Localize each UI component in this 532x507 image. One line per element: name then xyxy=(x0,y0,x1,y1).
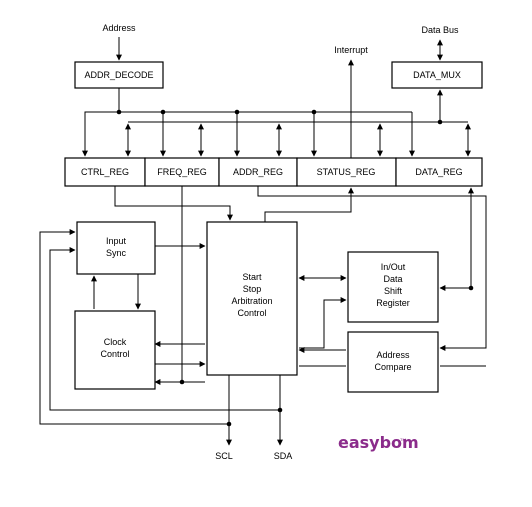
register-row: CTRL_REG FREQ_REG ADDR_REG STATUS_REG DA… xyxy=(64,157,483,187)
clock-control-block: Clock Control xyxy=(74,310,156,390)
shift-register-block: In/Out Data Shift Register xyxy=(347,251,439,323)
shift-register-line-2: Data xyxy=(383,274,402,284)
arbitration-line-3: Arbitration xyxy=(231,296,272,306)
addr-decode-block: ADDR_DECODE xyxy=(74,61,164,89)
arbitration-control-block: Start Stop Arbitration Control xyxy=(206,221,298,376)
status-reg-label: STATUS_REG xyxy=(317,167,376,177)
easybom-trademark: TM xyxy=(400,437,406,442)
addr-reg-label: ADDR_REG xyxy=(233,167,283,177)
interrupt-signal-label: Interrupt xyxy=(334,45,368,55)
input-sync-line-2: Sync xyxy=(106,248,127,258)
easybom-logo: easybom TM xyxy=(338,433,419,452)
arbitration-line-1: Start xyxy=(242,272,262,282)
sda-signal-label: SDA xyxy=(274,451,293,461)
data-mux-block: DATA_MUX xyxy=(391,61,483,89)
address-compare-line-1: Address xyxy=(376,350,410,360)
scl-signal-label: SCL xyxy=(215,451,233,461)
clock-control-line-1: Clock xyxy=(104,337,127,347)
address-compare-line-2: Compare xyxy=(374,362,411,372)
ctrl-reg-box xyxy=(64,157,146,187)
arbitration-line-2: Stop xyxy=(243,284,262,294)
wiring xyxy=(39,37,487,446)
shift-register-line-4: Register xyxy=(376,298,410,308)
address-compare-block: Address Compare xyxy=(347,331,439,393)
data-reg-box xyxy=(395,157,483,187)
shift-register-line-1: In/Out xyxy=(381,262,406,272)
arbitration-line-4: Control xyxy=(237,308,266,318)
shift-register-line-3: Shift xyxy=(384,286,403,296)
clock-control-line-2: Control xyxy=(100,349,129,359)
freq-reg-label: FREQ_REG xyxy=(157,167,207,177)
address-signal-label: Address xyxy=(102,23,136,33)
status-reg-box xyxy=(296,157,397,187)
data-mux-label: DATA_MUX xyxy=(413,70,461,80)
input-sync-line-1: Input xyxy=(106,236,127,246)
input-sync-block: Input Sync xyxy=(76,221,156,275)
addr-decode-label: ADDR_DECODE xyxy=(84,70,153,80)
data-bus-signal-label: Data Bus xyxy=(421,25,459,35)
data-reg-label: DATA_REG xyxy=(415,167,462,177)
ctrl-reg-label: CTRL_REG xyxy=(81,167,129,177)
easybom-logo-text: easybom xyxy=(338,433,419,452)
